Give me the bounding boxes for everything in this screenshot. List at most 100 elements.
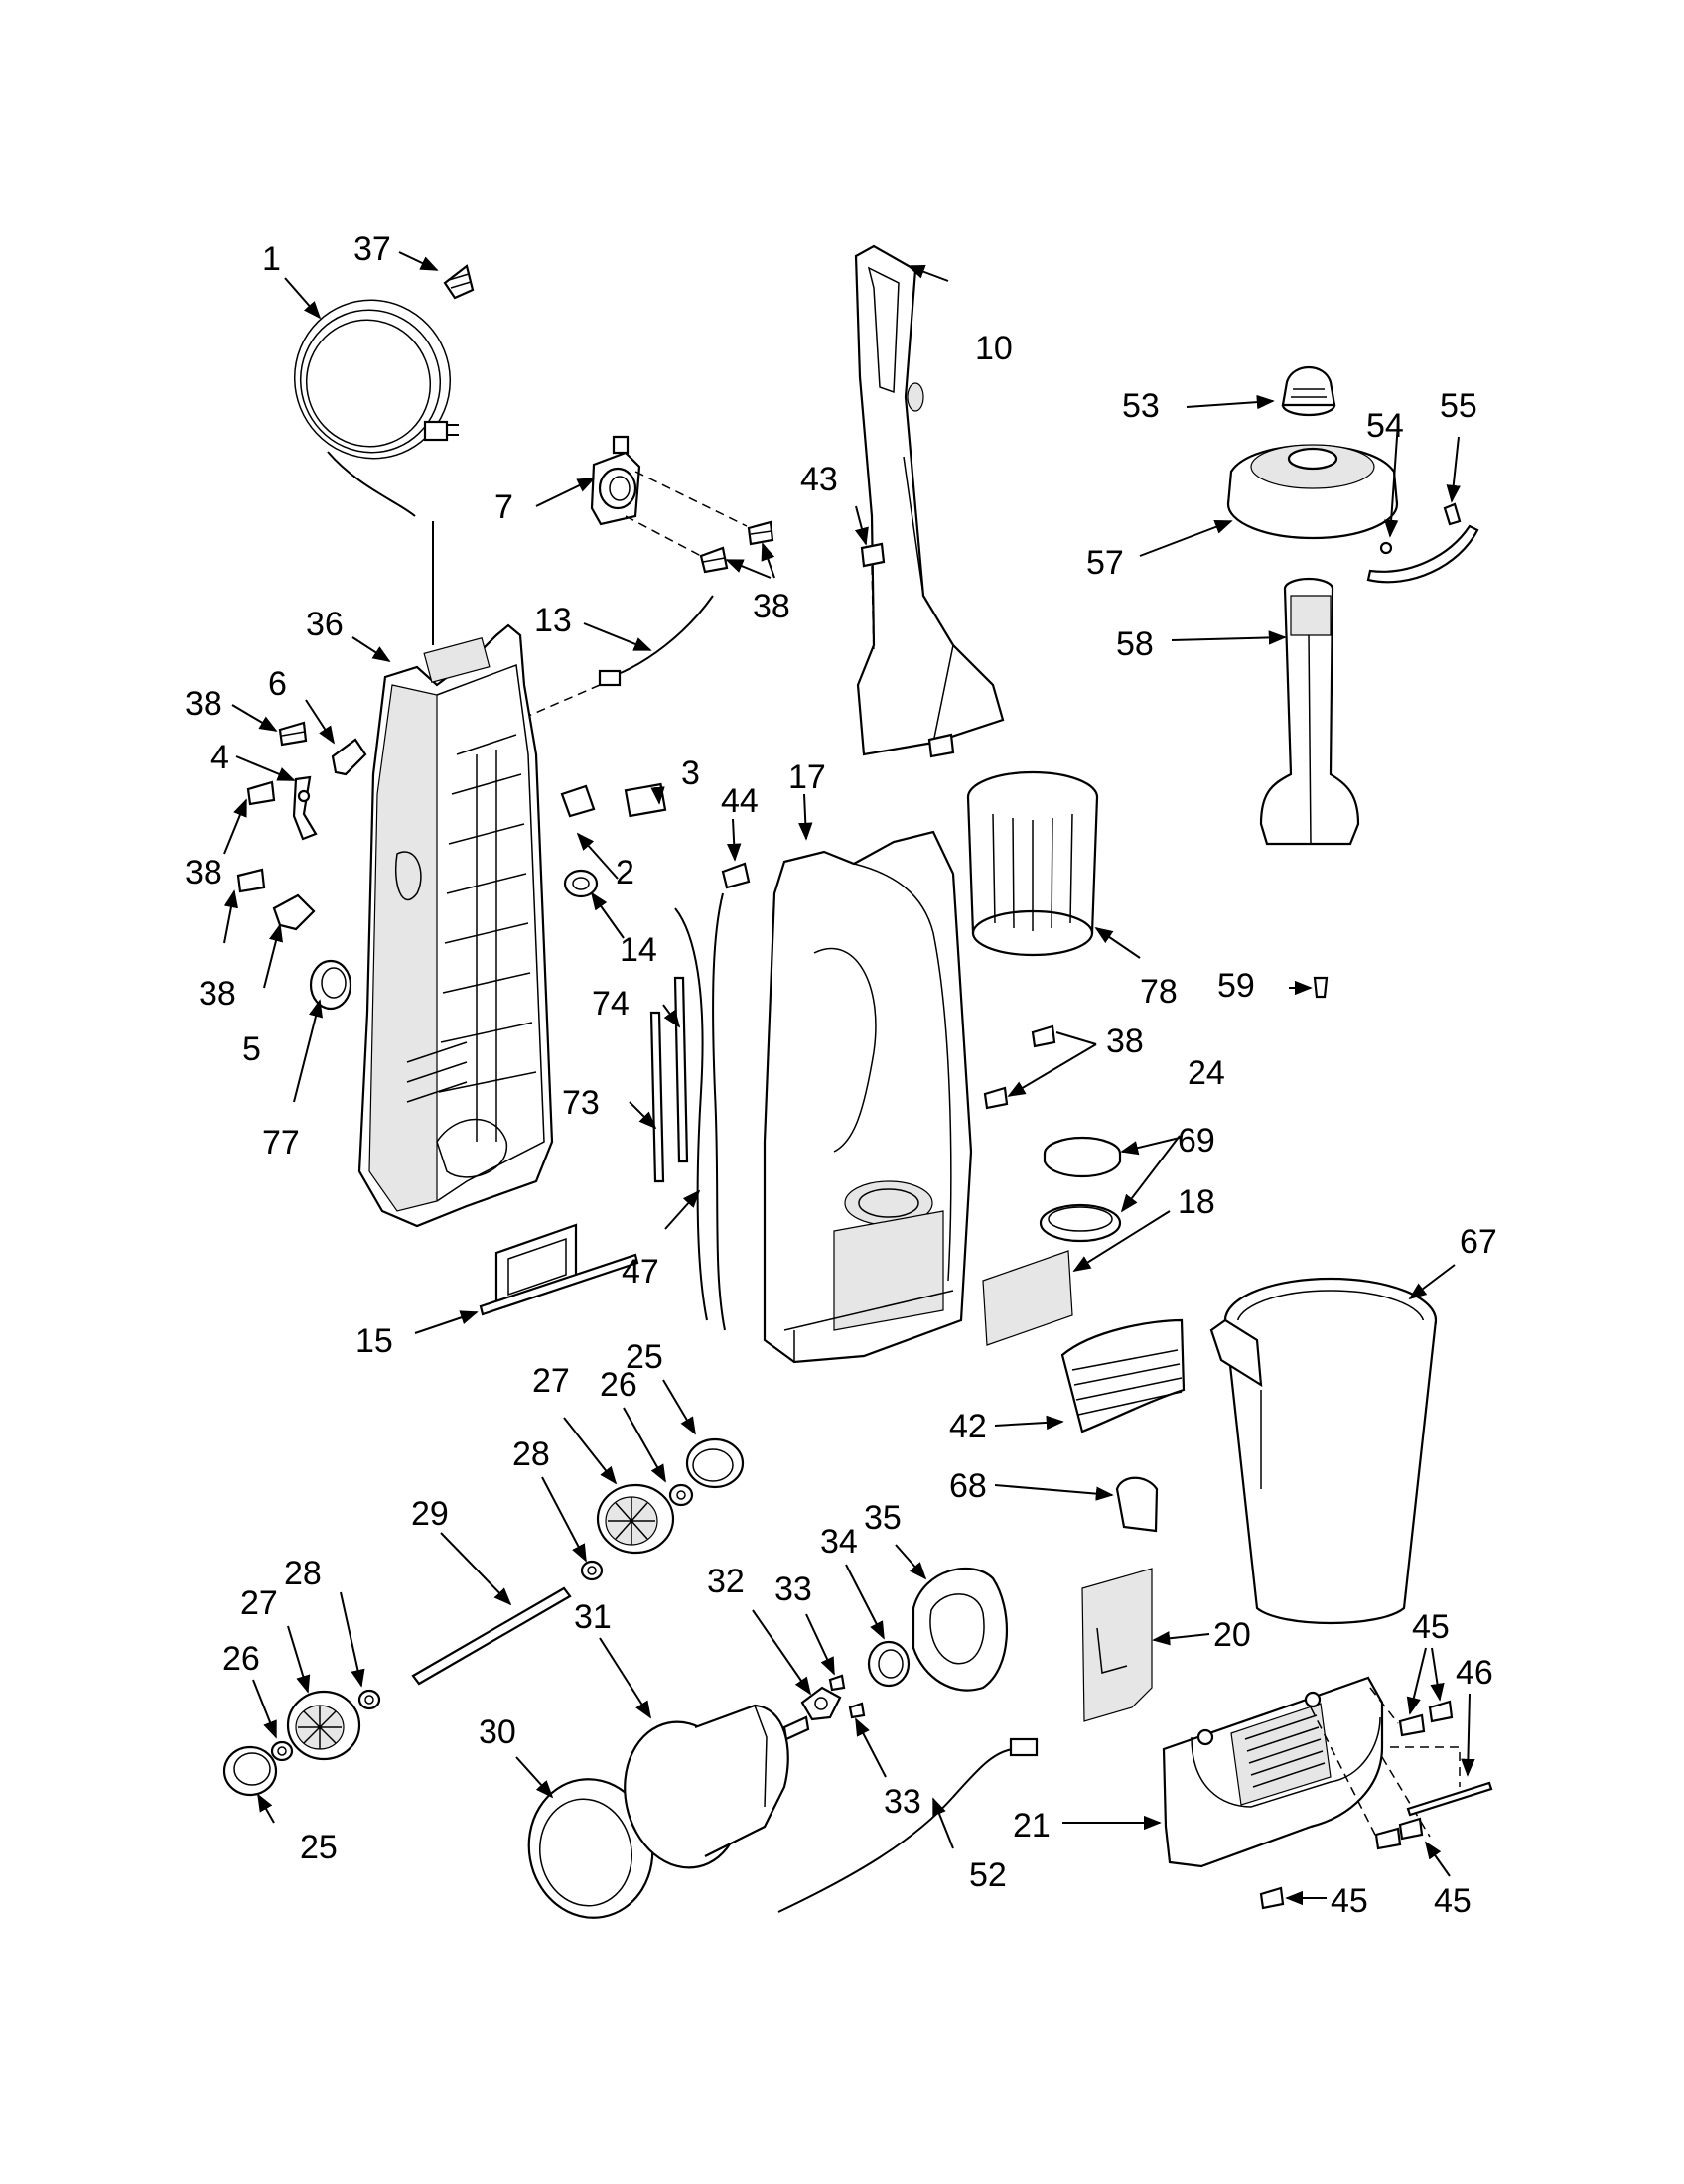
- screw-part: [828, 1674, 866, 1719]
- clip-part: [560, 784, 596, 818]
- callout-20: 20: [1213, 1616, 1251, 1654]
- callout-54: 54: [1366, 407, 1404, 445]
- wheel-part: [596, 1483, 675, 1555]
- callout-15: 15: [355, 1322, 393, 1360]
- washer-part: [357, 1689, 381, 1710]
- callout-25-b: 25: [300, 1829, 338, 1866]
- seal-ring-part: [1039, 1203, 1122, 1243]
- callout-14: 14: [620, 931, 657, 969]
- callout-74: 74: [592, 985, 630, 1023]
- callout-2: 2: [616, 854, 634, 891]
- seal-strip-part: [673, 976, 689, 1163]
- callout-28-a: 28: [512, 1435, 550, 1473]
- callout-28-b: 28: [284, 1555, 322, 1592]
- release-clip-part: [1115, 1476, 1159, 1533]
- callout-78: 78: [1140, 973, 1178, 1011]
- washer-part: [668, 1483, 694, 1507]
- callout-46: 46: [1456, 1654, 1493, 1692]
- callout-34: 34: [820, 1523, 858, 1561]
- filter-door-part: [479, 1223, 639, 1316]
- callout-44: 44: [721, 782, 759, 820]
- callout-42: 42: [949, 1408, 987, 1445]
- callout-3: 3: [681, 754, 700, 792]
- callout-33-a: 33: [774, 1570, 812, 1608]
- callout-53: 53: [1122, 387, 1160, 425]
- callout-18: 18: [1178, 1183, 1215, 1221]
- callout-45-b: 45: [1331, 1882, 1368, 1920]
- callout-73: 73: [562, 1084, 600, 1122]
- callout-27-b: 27: [240, 1584, 278, 1622]
- spring-part: [1443, 502, 1462, 526]
- motor-seal-part: [867, 1640, 911, 1688]
- callout-1: 1: [262, 240, 281, 278]
- dirt-cup-lid-part: [1226, 444, 1399, 540]
- callout-38-b: 38: [185, 685, 222, 723]
- callout-38-e: 38: [1106, 1023, 1144, 1060]
- callout-67: 67: [1460, 1223, 1497, 1261]
- motor-filter-pad-part: [1081, 1568, 1153, 1722]
- callout-5: 5: [242, 1030, 261, 1068]
- callout-27-a: 27: [532, 1362, 570, 1400]
- cord-hook-lower-part: [272, 893, 316, 931]
- cord-hook-upper-part: [331, 738, 367, 776]
- filter-pad-part: [982, 1250, 1073, 1346]
- callout-45-c: 45: [1434, 1882, 1472, 1920]
- knob-part: [309, 959, 352, 1011]
- hose-gasket-part: [912, 1567, 1008, 1692]
- motor-housing-part: [1162, 1676, 1384, 1868]
- callout-17: 17: [788, 758, 826, 796]
- callout-47: 47: [622, 1253, 659, 1291]
- washer-part: [270, 1740, 294, 1762]
- callout-30: 30: [479, 1713, 516, 1751]
- screw-part: [860, 542, 886, 568]
- screw-part: [236, 868, 266, 893]
- callout-43: 43: [800, 461, 838, 498]
- callout-77: 77: [262, 1124, 300, 1161]
- cap-part: [1281, 366, 1336, 417]
- seal-strip-part: [1406, 1781, 1493, 1817]
- callout-4: 4: [210, 739, 229, 776]
- cyclone-tube-part: [1259, 577, 1360, 846]
- lid-latch-part: [1366, 524, 1479, 584]
- latch-part: [292, 775, 318, 841]
- callout-32: 32: [707, 1563, 745, 1600]
- screw-part: [278, 721, 308, 747]
- callout-13: 13: [534, 602, 572, 639]
- callout-59: 59: [1217, 967, 1255, 1005]
- callout-55: 55: [1440, 387, 1477, 425]
- callout-7: 7: [494, 488, 513, 526]
- callout-38-d: 38: [199, 975, 236, 1013]
- callout-25-a: 25: [626, 1338, 663, 1376]
- screw-part: [246, 780, 276, 806]
- wheel-part: [286, 1690, 361, 1761]
- callout-36: 36: [306, 606, 344, 643]
- callout-38-a: 38: [753, 588, 790, 625]
- screw-part: [1313, 976, 1329, 999]
- callout-21: 21: [1013, 1807, 1051, 1844]
- filter-disc-part: [1043, 1136, 1122, 1177]
- callout-24: 24: [1188, 1054, 1225, 1092]
- callout-26-a: 26: [600, 1366, 637, 1404]
- pleated-filter-part: [966, 770, 1099, 957]
- motor-bracket-part: [800, 1686, 842, 1721]
- dirt-cup-part: [1209, 1277, 1438, 1625]
- power-cord-part: [293, 299, 459, 645]
- callout-58: 58: [1116, 625, 1154, 663]
- callout-33-b: 33: [884, 1783, 921, 1821]
- screw-part: [983, 1024, 1056, 1110]
- callout-68: 68: [949, 1467, 987, 1505]
- motor-part: [624, 1704, 810, 1869]
- rear-housing-part: [357, 623, 554, 1228]
- callout-57: 57: [1086, 544, 1124, 582]
- callout-35: 35: [864, 1499, 902, 1537]
- callout-26-b: 26: [222, 1640, 260, 1678]
- handle-part: [854, 244, 1005, 758]
- switch-bracket-part: [590, 435, 641, 526]
- callout-45-a: 45: [1412, 1608, 1450, 1646]
- callout-29: 29: [411, 1495, 449, 1533]
- callout-69: 69: [1178, 1122, 1215, 1160]
- screw-part: [1259, 1700, 1454, 1910]
- callout-38-c: 38: [185, 854, 222, 891]
- screw-part: [721, 862, 751, 889]
- front-housing-part: [763, 830, 973, 1364]
